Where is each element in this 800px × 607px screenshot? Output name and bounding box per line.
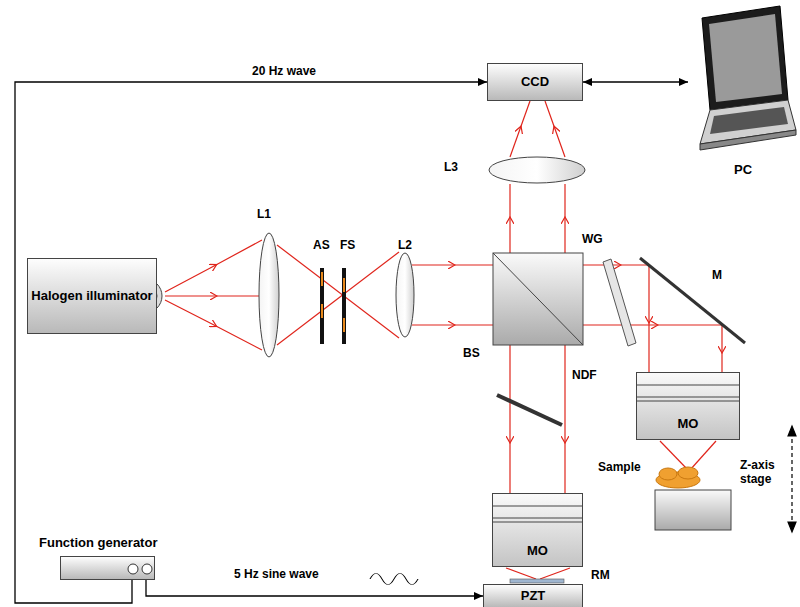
wedge-glass: [603, 259, 636, 346]
part-label: Z-axis stage: [740, 458, 786, 487]
sine-symbol: [370, 574, 418, 585]
node-label: Halogen illuminator: [31, 288, 152, 304]
signal-label: 20 Hz wave: [250, 64, 318, 78]
aperture-stop: [320, 268, 324, 344]
signal-wire: [583, 81, 688, 82]
part-label: L2: [398, 238, 412, 252]
z-axis-arrow: [788, 426, 796, 532]
objective-lens: MO: [636, 372, 740, 440]
part-label: NDF: [572, 368, 597, 382]
nd-filter: [497, 395, 562, 425]
node-label: CCD: [521, 74, 549, 90]
part-label: WG: [582, 232, 603, 246]
part-label: L3: [444, 160, 458, 174]
part-label: AS: [313, 238, 330, 252]
mirror: [640, 258, 745, 343]
objective-lens: MO: [492, 493, 583, 567]
part-label: Sample: [598, 460, 641, 474]
signal-wire: [146, 580, 483, 596]
reference-mirror: [510, 579, 564, 583]
sample: [656, 467, 700, 488]
piezo-actuator: PZT: [483, 584, 583, 607]
node-label: Function generator: [39, 535, 157, 551]
output-jacks: [61, 557, 156, 581]
node-label: MO: [527, 543, 548, 559]
signal-label: 5 Hz sine wave: [232, 567, 321, 581]
signal-wire: [15, 82, 487, 603]
lens: [259, 233, 279, 357]
computer-label: PC: [734, 162, 752, 178]
part-label: RM: [591, 568, 610, 582]
function-generator: Function generator: [60, 556, 155, 580]
part-label: BS: [463, 346, 480, 360]
computer: PC: [688, 2, 798, 178]
field-stop: [342, 268, 346, 344]
lens: [489, 157, 585, 183]
lens: [396, 253, 414, 337]
part-label: FS: [340, 238, 355, 252]
z-stage: [655, 490, 731, 530]
node-label: PZT: [521, 588, 546, 604]
node-label: MO: [678, 416, 699, 432]
light-beam: [165, 101, 722, 579]
light-source-box: Halogen illuminator: [27, 258, 157, 334]
laptop-icon: [688, 2, 798, 178]
beam-splitter: [493, 253, 583, 345]
part-label: M: [712, 268, 722, 282]
part-label: L1: [257, 207, 271, 221]
camera-box: CCD: [487, 63, 583, 101]
